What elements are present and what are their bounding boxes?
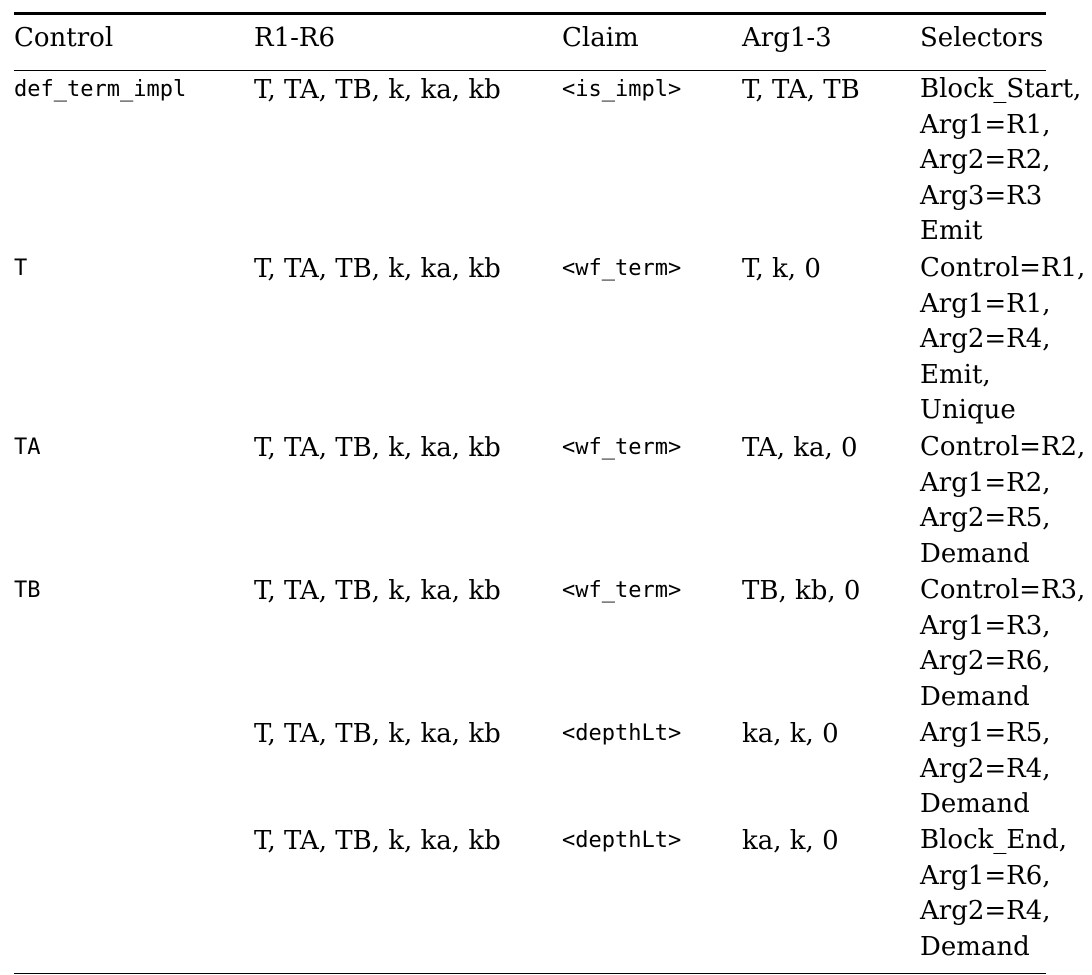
- selector-item: Arg1=R3,: [920, 610, 1051, 641]
- header-registers: R1-R6: [254, 23, 336, 53]
- selector-item: Control=R3,: [920, 575, 1086, 605]
- row-registers: T, TA, TB, k, ka, kb: [254, 254, 501, 284]
- row-selectors: Arg1=R5, Arg2=R4, Demand: [920, 716, 1051, 823]
- selector-item: Control=R1,: [920, 253, 1086, 283]
- header-selectors: Selectors: [920, 23, 1044, 53]
- row-selectors: Block_End, Arg1=R6, Arg2=R4, Demand: [920, 823, 1067, 965]
- selector-item: Arg1=R5,: [920, 718, 1051, 748]
- row-claim: <wf_term>: [562, 435, 682, 460]
- row-selectors: Control=R1, Arg1=R1, Arg2=R4, Emit, Uniq…: [920, 251, 1085, 429]
- selector-item: Arg3=R3: [920, 180, 1043, 211]
- row-registers: T, TA, TB, k, ka, kb: [254, 433, 501, 463]
- row-claim: <depthLt>: [562, 721, 682, 746]
- header-control: Control: [14, 23, 114, 53]
- row-control: TA: [14, 435, 41, 460]
- row-selectors: Control=R2, Arg1=R2, Arg2=R5, Demand: [920, 430, 1085, 572]
- selector-item: Control=R2,: [920, 432, 1086, 462]
- row-selectors: Block_Start, Arg1=R1, Arg2=R2, Arg3=R3 E…: [920, 72, 1081, 250]
- selector-item: Block_End,: [920, 825, 1068, 855]
- row-args: ka, k, 0: [742, 719, 839, 749]
- row-registers: T, TA, TB, k, ka, kb: [254, 75, 501, 105]
- row-args: T, TA, TB: [742, 75, 860, 105]
- bottom-rule: [14, 973, 1046, 974]
- selector-item: Demand: [920, 789, 1030, 819]
- selector-item: Emit: [920, 216, 983, 246]
- row-args: TB, kb, 0: [742, 576, 861, 606]
- selector-item: Arg2=R4,: [920, 753, 1051, 784]
- selector-item: Arg2=R4,: [920, 896, 1051, 926]
- selector-item: Unique: [920, 395, 1016, 425]
- selector-item: Arg1=R1,: [920, 109, 1051, 140]
- header-args: Arg1-3: [742, 23, 832, 53]
- selector-item: Block_Start,: [920, 74, 1082, 104]
- row-claim: <depthLt>: [562, 828, 682, 853]
- selector-item: Arg1=R2,: [920, 467, 1051, 498]
- row-registers: T, TA, TB, k, ka, kb: [254, 576, 501, 606]
- top-rule: [14, 12, 1046, 15]
- row-control: def_term_impl: [14, 77, 187, 102]
- row-registers: T, TA, TB, k, ka, kb: [254, 719, 501, 749]
- header-claim: Claim: [562, 23, 639, 53]
- row-args: ka, k, 0: [742, 826, 839, 856]
- selector-item: Arg2=R6,: [920, 646, 1051, 676]
- selector-item: Arg1=R1,: [920, 288, 1051, 319]
- row-claim: <is_impl>: [562, 77, 682, 102]
- row-control: TB: [14, 578, 41, 603]
- row-args: TA, ka, 0: [742, 433, 858, 463]
- row-args: T, k, 0: [742, 254, 821, 284]
- row-registers: T, TA, TB, k, ka, kb: [254, 826, 501, 856]
- selector-item: Arg1=R6,: [920, 860, 1051, 891]
- row-claim: <wf_term>: [562, 256, 682, 281]
- selector-item: Demand: [920, 931, 1030, 962]
- selector-item: Arg2=R4,: [920, 324, 1051, 354]
- row-selectors: Control=R3, Arg1=R3, Arg2=R6, Demand: [920, 573, 1085, 715]
- selector-item: Demand: [920, 681, 1030, 712]
- header-rule: [14, 70, 1046, 71]
- selector-item: Emit,: [920, 359, 991, 390]
- row-control: T: [14, 256, 28, 281]
- selector-item: Arg2=R5,: [920, 503, 1051, 533]
- row-claim: <wf_term>: [562, 578, 682, 603]
- selector-item: Demand: [920, 538, 1030, 569]
- selector-item: Arg2=R2,: [920, 145, 1051, 175]
